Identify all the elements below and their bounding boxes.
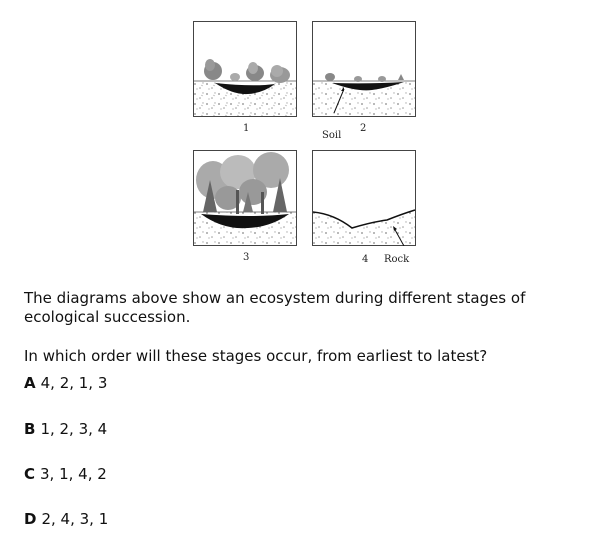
option-letter: B [24, 420, 36, 438]
stage-3-diagram [193, 150, 297, 246]
option-letter: C [24, 465, 36, 483]
option-letter: D [24, 510, 37, 528]
stage-4-diagram [312, 150, 416, 246]
stage-2-diagram [312, 21, 416, 117]
option-text: 1, 2, 3, 4 [40, 420, 108, 438]
option-text: 4, 2, 1, 3 [40, 374, 108, 392]
panel-number-3: 3 [243, 252, 250, 263]
rock-label: Rock [384, 254, 410, 265]
panel-number-4: 4 [362, 254, 369, 265]
question-prompt: In which order will these stages occur, … [24, 347, 488, 365]
option-text: 3, 1, 4, 2 [40, 465, 107, 483]
succession-figure: 1 Soil 2 3 4 Rock [193, 21, 416, 265]
panel-number-2: 2 [360, 123, 367, 134]
option-text: 2, 4, 3, 1 [41, 510, 109, 528]
question-description: The diagrams above show an ecosystem dur… [24, 289, 526, 326]
soil-label: Soil [322, 130, 342, 141]
stage-1-diagram [193, 21, 297, 117]
panel-number-1: 1 [243, 123, 250, 134]
option-letter: A [24, 374, 36, 392]
